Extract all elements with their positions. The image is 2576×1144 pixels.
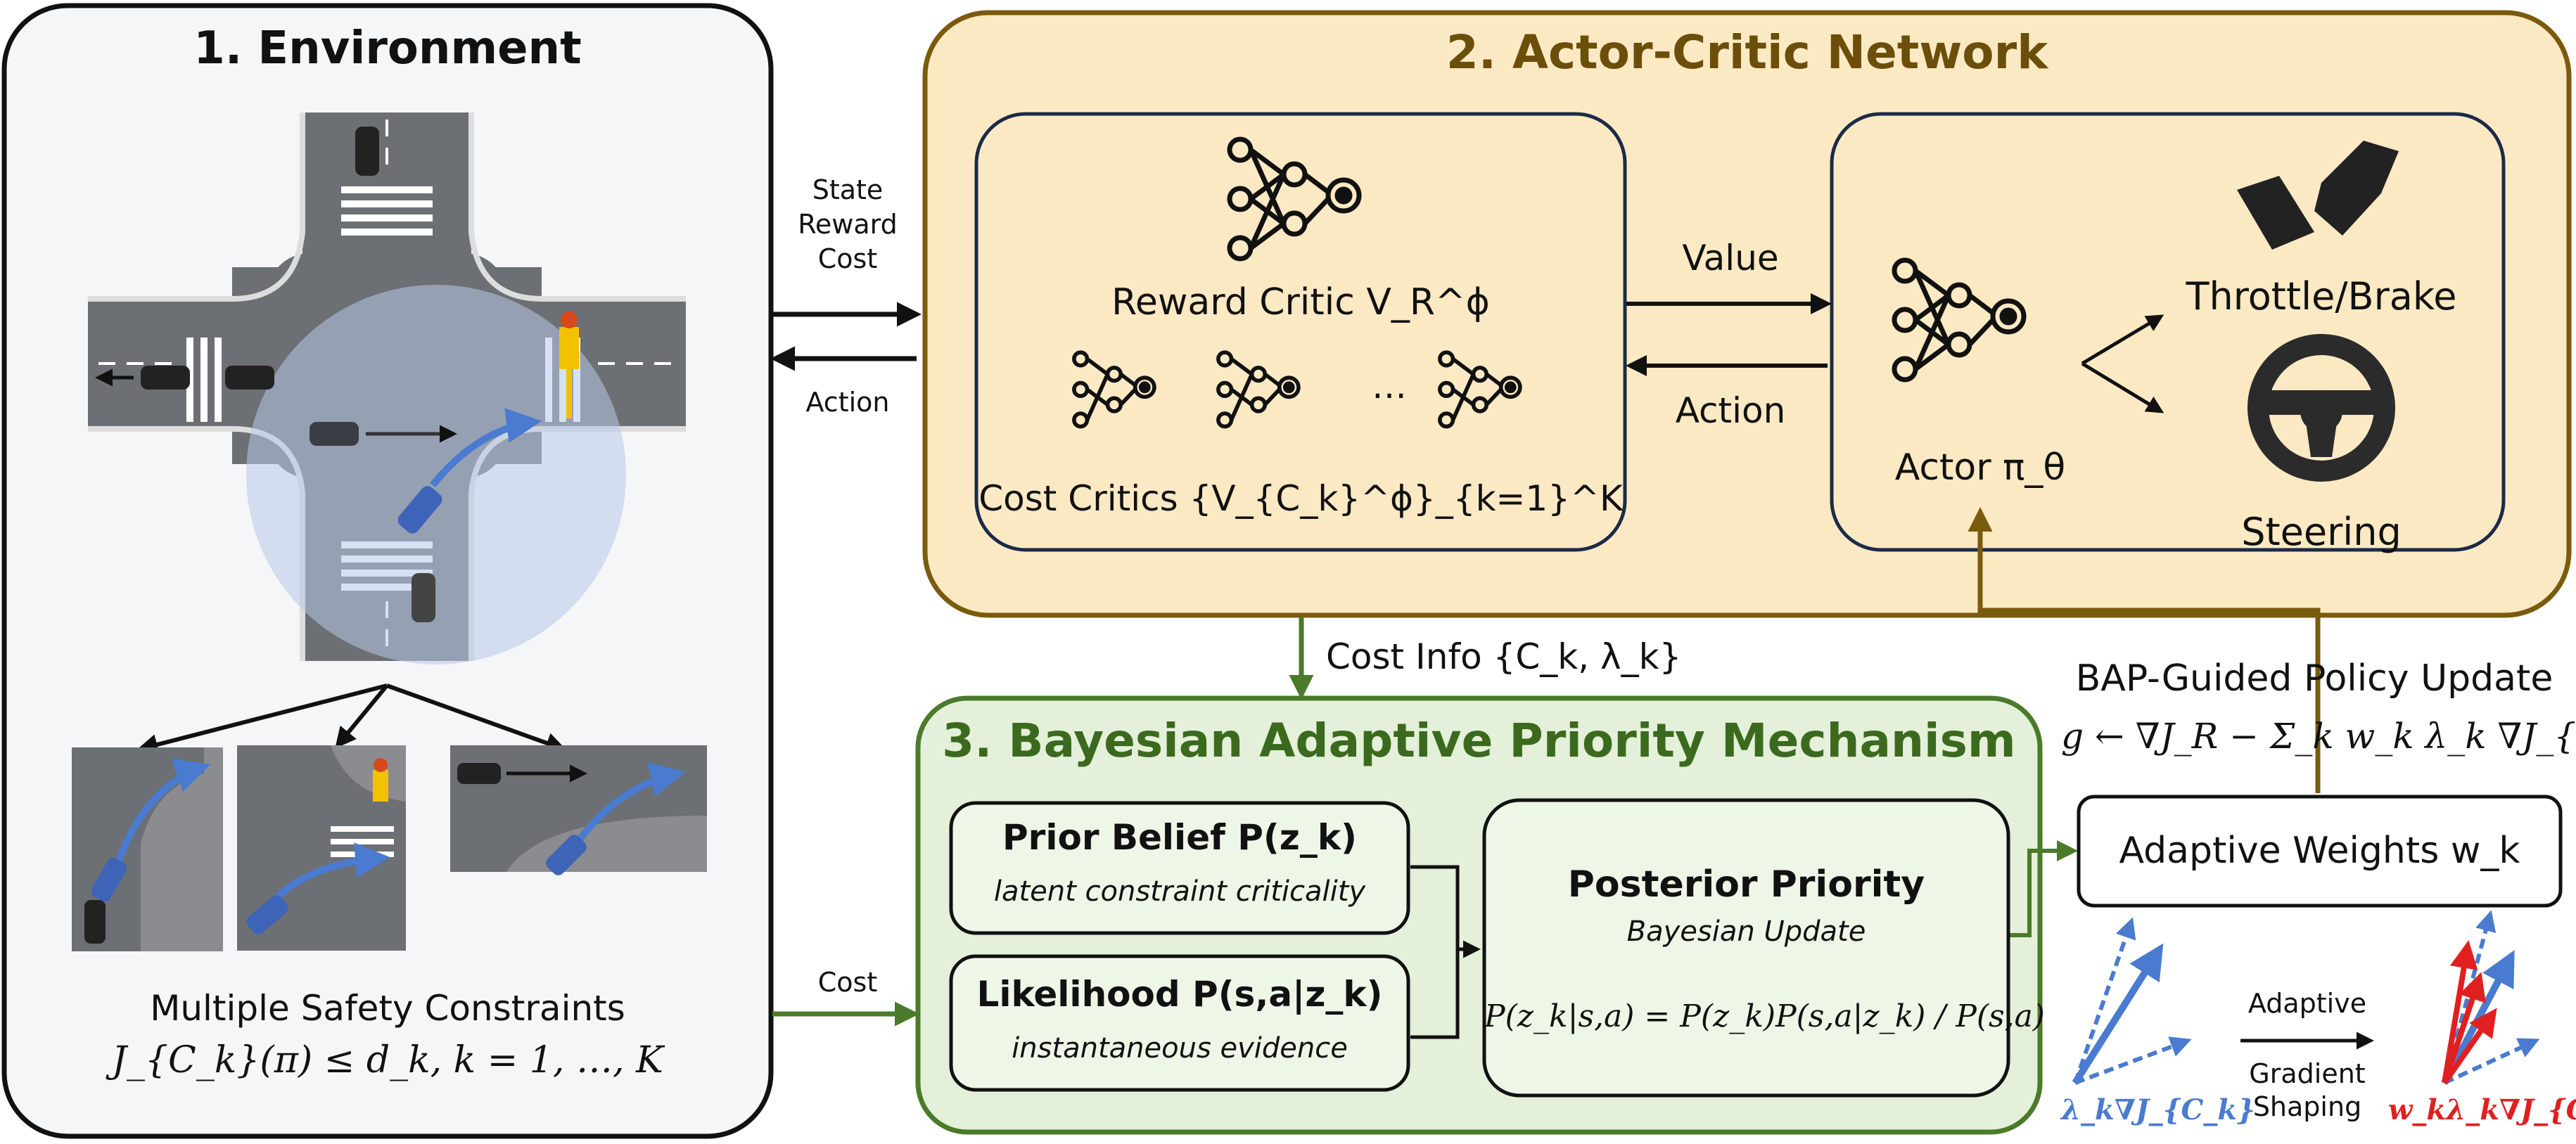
cost-to-bap-label: Cost: [817, 967, 878, 998]
intersection-scene: [88, 113, 686, 755]
policy-update-title: BAP-Guided Policy Update: [2075, 657, 2553, 700]
likelihood-subtitle: instantaneous evidence: [1012, 1032, 1348, 1065]
constraints-title: Multiple Safety Constraints: [150, 988, 625, 1029]
throttle-label: Throttle/Brake: [2186, 274, 2457, 319]
actor-critic-title: 2. Actor-Critic Network: [1446, 25, 2048, 79]
adaptive-weights-box: [2077, 795, 2563, 908]
cost-critic-network-icon-2: [1216, 350, 1301, 429]
bap-title: 3. Bayesian Adaptive Priority Mechanism: [942, 714, 2016, 768]
posterior-box: [1482, 798, 2010, 1098]
sub-scene-merge: [450, 745, 707, 875]
steering-label: Steering: [2241, 510, 2402, 554]
gradient-vectors-right: [2441, 910, 2540, 1085]
cost-critics-label: Cost Critics {V_{C_k}^ϕ}_{k=1}^K: [978, 478, 1623, 519]
reward-label: Reward: [798, 209, 898, 240]
posterior-title: Posterior Priority: [1567, 863, 1925, 906]
state-label: State: [812, 174, 884, 205]
action-label: Action: [805, 387, 890, 418]
action-inner-label: Action: [1675, 390, 1786, 431]
policy-update-formula: g ← ∇J_R − Σ_k w_k λ_k ∇J_{C_k}: [2061, 716, 2576, 757]
cost-label: Cost: [817, 243, 878, 274]
critic-ellipsis: …: [1372, 366, 1407, 406]
adaptive-weights-label: Adaptive Weights w_k: [2119, 830, 2520, 872]
sub-scene-pedestrian: [237, 745, 406, 951]
value-label: Value: [1682, 238, 1779, 278]
shaping-bottom-label-2: Shaping: [2252, 1091, 2362, 1122]
sub-scene-left-turn: [72, 747, 223, 951]
gradient-vectors-left: [2072, 917, 2192, 1085]
steering-wheel-icon: [2247, 334, 2395, 482]
cost-critic-network-icon-k: [1438, 350, 1522, 429]
reward-critic-label: Reward Critic V_R^ϕ: [1111, 281, 1490, 323]
prior-belief-box: [949, 801, 1410, 935]
likelihood-box: [949, 954, 1410, 1092]
posterior-formula: P(z_k|s,a) = P(z_k)P(s,a|z_k) / P(s,a): [1484, 998, 2045, 1034]
actor-network-icon: [1892, 257, 2027, 383]
gradient-right-label: w_kλ_k∇J_{C_k}: [2388, 1093, 2576, 1126]
environment-title: 1. Environment: [193, 23, 582, 75]
pedal-icon: [2237, 141, 2399, 250]
prior-belief-subtitle: latent constraint criticality: [993, 875, 1366, 908]
prior-belief-title: Prior Belief P(z_k): [1002, 817, 1357, 858]
critics-box: [974, 112, 1627, 552]
gradient-left-label: λ_k∇J_{C_k}: [2061, 1093, 2255, 1126]
cost-critic-network-icon-1: [1072, 350, 1156, 429]
likelihood-title: Likelihood P(s,a|z_k): [976, 974, 1383, 1015]
actor-label: Actor π_θ: [1894, 446, 2066, 489]
constraints-formula: J_{C_k}(π) ≤ d_k, k = 1, …, K: [112, 1039, 663, 1081]
reward-critic-network-icon: [1227, 136, 1362, 262]
shaping-top-label: Adaptive: [2247, 988, 2367, 1019]
shaping-bottom-label-1: Gradient: [2249, 1058, 2366, 1089]
cost-info-label: Cost Info {C_k, λ_k}: [1326, 636, 1682, 677]
posterior-subtitle: Bayesian Update: [1626, 915, 1866, 948]
